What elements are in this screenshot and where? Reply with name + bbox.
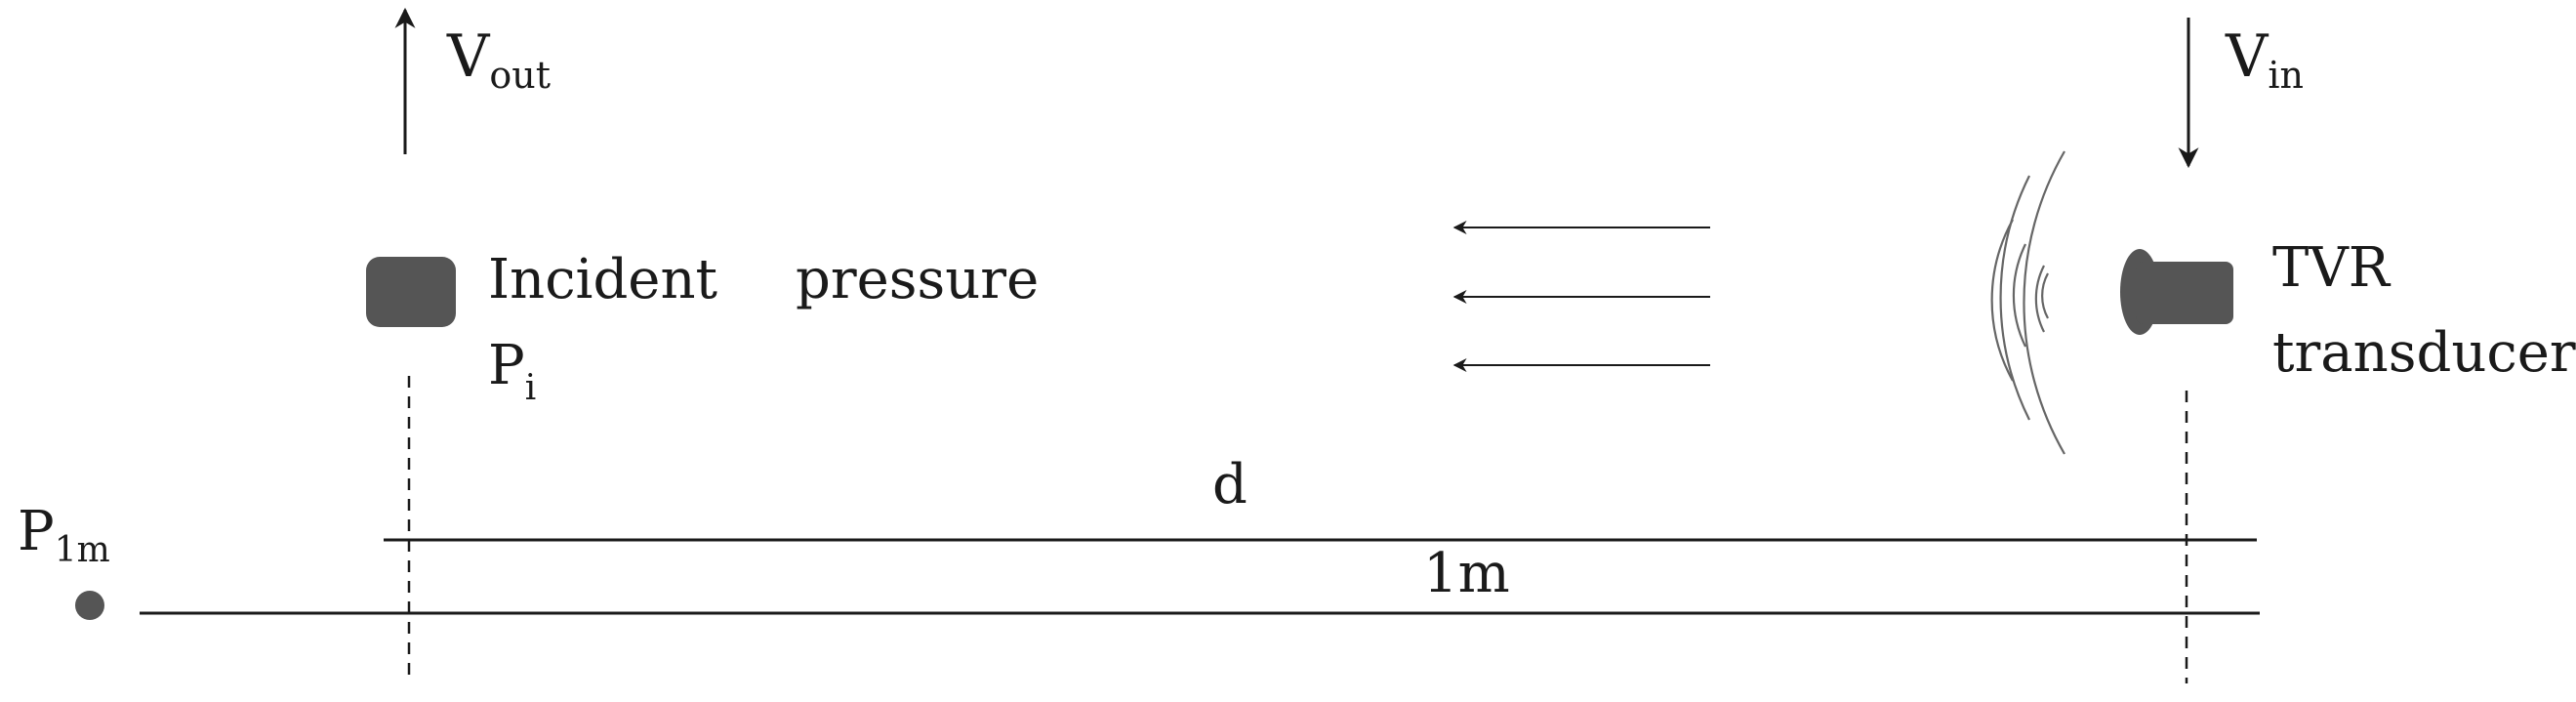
wavefront-arc-3 <box>1990 219 2014 382</box>
tvr-transducer-icon <box>2120 249 2233 335</box>
hydrophone-icon <box>366 257 456 327</box>
incident-label: Incident <box>488 248 718 311</box>
tvr-label: TVR <box>2272 236 2392 300</box>
p-1m-label: P1m <box>18 500 110 570</box>
wavefront-arc-1 <box>2023 150 2065 455</box>
pressure-label: pressure <box>796 248 1039 311</box>
one-m-label: 1m <box>1423 542 1510 605</box>
p-1m-point <box>75 591 104 620</box>
v-in-label: Vin <box>2225 22 2304 97</box>
wavefronts <box>1990 150 2065 455</box>
wavefront-arc-2 <box>1999 175 2030 421</box>
d-label: d <box>1212 453 1247 516</box>
v-out-label: Vout <box>446 22 551 97</box>
p-i-label: Pi <box>488 334 536 408</box>
wavefront-arc-6 <box>2041 272 2049 319</box>
wavefront-arc-4 <box>2012 243 2026 348</box>
wavefront-arc-5 <box>2034 265 2045 333</box>
transducer-label: transducer <box>2272 321 2576 385</box>
